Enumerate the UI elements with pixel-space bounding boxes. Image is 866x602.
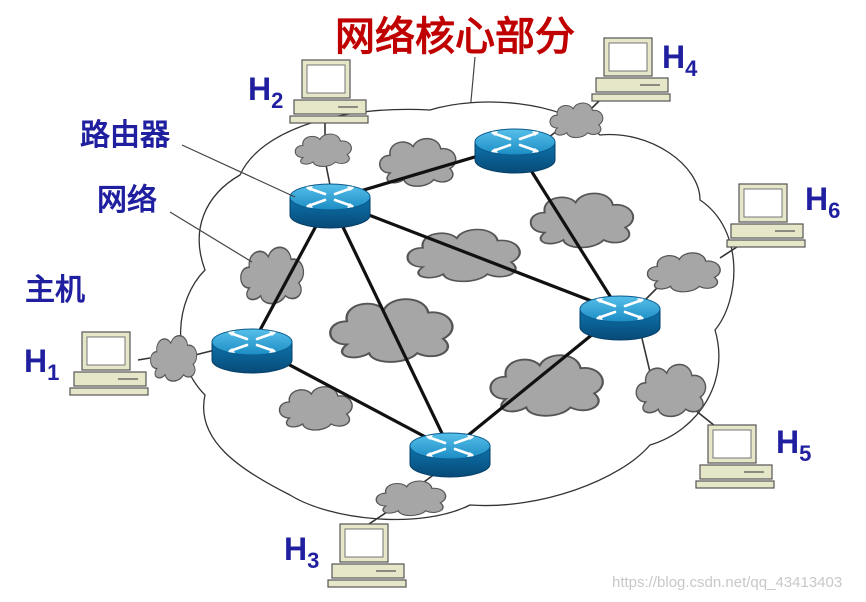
network-label: 网络 (97, 183, 157, 218)
router-icon (578, 294, 662, 342)
computer-icon (289, 59, 369, 124)
network-pointer (169, 211, 253, 263)
router-icon (473, 127, 557, 175)
cloud-network (549, 102, 604, 139)
host-label-h6: H6 (805, 181, 840, 223)
watermark: https://blog.csdn.net/qq_43413403 (612, 574, 842, 591)
router-icon (288, 182, 372, 230)
host-label-h4: H4 (662, 39, 698, 81)
router-label: 路由器 (80, 118, 171, 153)
host-label-h1: H1 (24, 343, 59, 385)
computer-icon (327, 523, 407, 588)
host-label-h2: H2 (248, 71, 283, 113)
router-pointer (181, 144, 296, 198)
diagram-title: 网络核心部分 (335, 14, 575, 60)
computer-icon (591, 37, 671, 102)
host-label: 主机 (25, 273, 85, 308)
host-label-h5: H5 (776, 424, 811, 466)
host-label-h3: H3 (284, 531, 319, 573)
computer-icon (726, 183, 806, 248)
router-icon (210, 327, 294, 375)
router-icon (408, 431, 492, 479)
computer-icon (695, 424, 775, 489)
computer-icon (69, 331, 149, 396)
